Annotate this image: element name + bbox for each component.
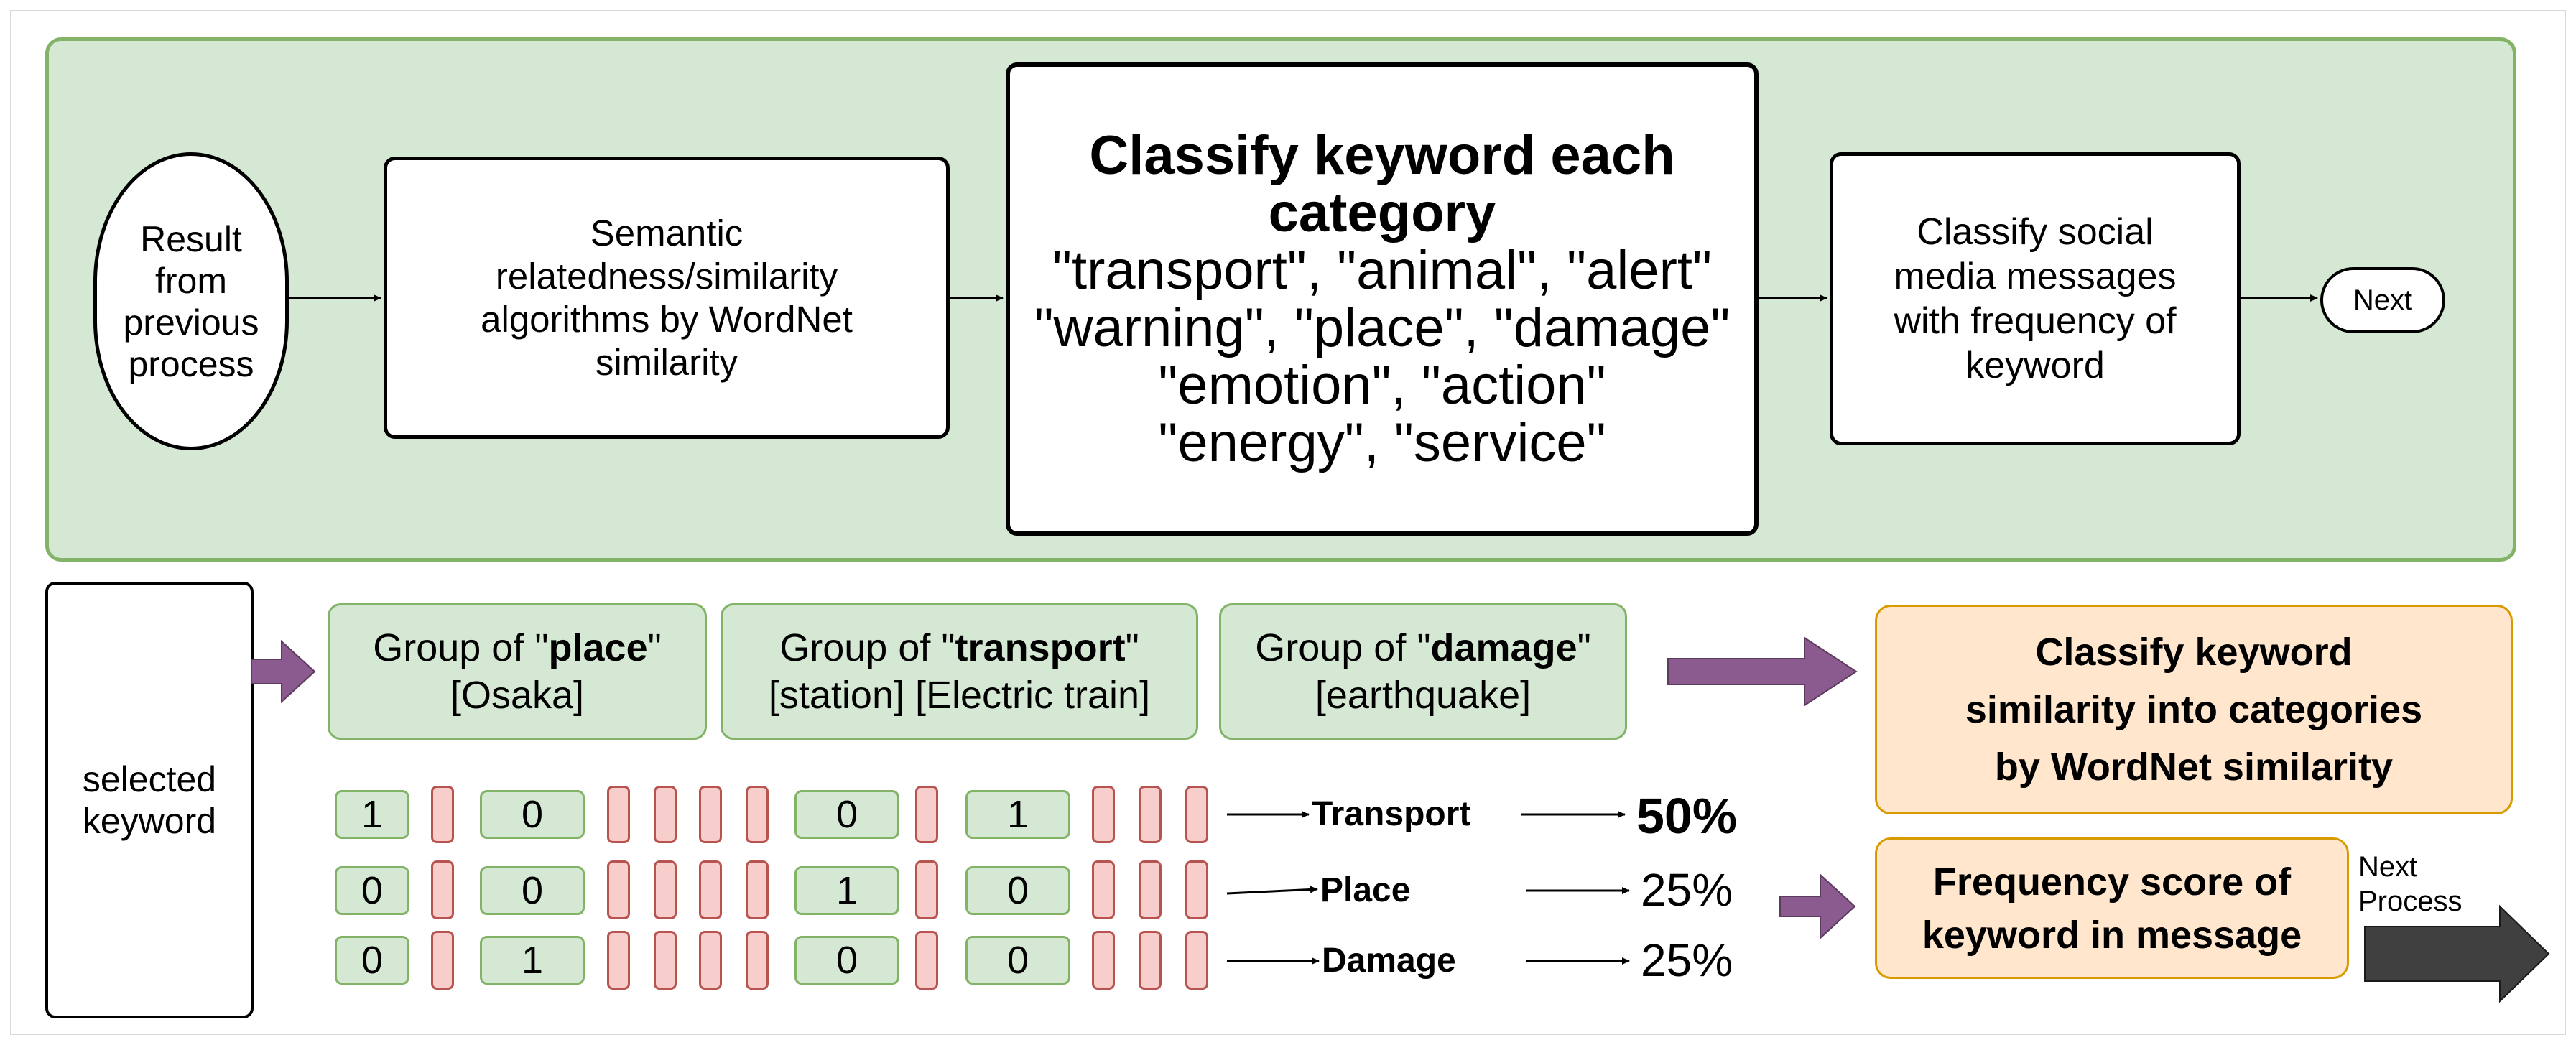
selected-keyword-box: selected keyword <box>45 582 254 1018</box>
purple-arrow-to-classify <box>1667 636 1858 707</box>
empty-cell <box>1092 786 1115 843</box>
empty-cell <box>431 786 454 843</box>
empty-cell <box>1139 786 1162 843</box>
frequency-score-box: Frequency score of keyword in message <box>1875 837 2349 979</box>
classify-similarity-box: Classify keyword similarity into categor… <box>1875 605 2513 814</box>
empty-cell <box>607 860 630 919</box>
empty-cell <box>607 931 630 990</box>
row-label-place: Place <box>1320 871 1411 909</box>
empty-cell <box>431 931 454 990</box>
matrix-cell: 0 <box>480 866 585 915</box>
matrix-cell: 1 <box>480 936 585 985</box>
matrix-cell: 0 <box>335 866 409 915</box>
classify-similarity-text: Classify keyword similarity into categor… <box>1965 631 2423 789</box>
classify-keyword-box: Classify keyword each category "transpor… <box>1006 62 1759 536</box>
matrix-cell: 0 <box>480 790 585 839</box>
start-terminator: Result from previous process <box>93 152 289 450</box>
matrix-cell: 0 <box>965 936 1070 985</box>
empty-cell <box>607 786 630 843</box>
classify-social-box: Classify social media messages with freq… <box>1830 152 2241 445</box>
matrix-cell: 1 <box>794 866 899 915</box>
empty-cell <box>1092 860 1115 919</box>
group-damage-items: [earthquake] <box>1315 674 1532 717</box>
matrix-cell: 1 <box>965 790 1070 839</box>
empty-cell <box>915 860 938 919</box>
purple-arrow-to-groups <box>251 639 316 704</box>
purple-arrow-to-frequency <box>1779 873 1856 940</box>
empty-cell <box>699 786 722 843</box>
empty-cell <box>1185 860 1208 919</box>
next-terminator-text: Next <box>2353 284 2413 316</box>
matrix-cell: 1 <box>335 790 409 839</box>
matrix-cell: 0 <box>335 936 409 985</box>
percent-damage: 25% <box>1641 934 1733 986</box>
empty-cell <box>1185 786 1208 843</box>
group-damage-box: Group of "damage" [earthquake] <box>1219 603 1627 740</box>
empty-cell <box>1139 860 1162 919</box>
semantic-similarity-text: Semantic relatedness/similarity algorith… <box>481 212 853 383</box>
group-damage-title: Group of "damage" <box>1255 626 1591 669</box>
matrix-cell: 0 <box>794 790 899 839</box>
group-transport-title: Group of "transport" <box>779 626 1139 669</box>
percent-place: 25% <box>1641 864 1733 916</box>
frequency-score-text: Frequency score of keyword in message <box>1922 860 2302 957</box>
semantic-similarity-box: Semantic relatedness/similarity algorith… <box>384 157 950 439</box>
group-place-box: Group of "place" [Osaka] <box>328 603 707 740</box>
next-terminator: Next <box>2320 267 2445 333</box>
group-place-title: Group of "place" <box>373 626 662 669</box>
empty-cell <box>699 860 722 919</box>
group-place-items: [Osaka] <box>450 674 585 717</box>
empty-cell <box>746 931 769 990</box>
group-transport-items: [station] [Electric train] <box>768 674 1151 717</box>
percent-transport: 50% <box>1636 788 1738 844</box>
empty-cell <box>431 860 454 919</box>
row-label-transport: Transport <box>1312 795 1471 833</box>
matrix-cell: 0 <box>794 936 899 985</box>
empty-cell <box>1139 931 1162 990</box>
empty-cell <box>699 931 722 990</box>
row-label-damage: Damage <box>1322 942 1456 980</box>
next-process-label: Next Process <box>2358 851 2463 917</box>
arrow-row2-label <box>1226 886 1318 895</box>
classify-keyword-categories: "transport", "animal", "alert" "warning"… <box>1034 239 1731 473</box>
empty-cell <box>746 860 769 919</box>
empty-cell <box>1092 931 1115 990</box>
empty-cell <box>654 860 677 919</box>
figure-frame <box>10 10 2566 1035</box>
empty-cell <box>654 931 677 990</box>
empty-cell <box>654 786 677 843</box>
empty-cell <box>746 786 769 843</box>
start-terminator-text: Result from previous process <box>123 218 259 384</box>
classify-social-text: Classify social media messages with freq… <box>1894 211 2177 386</box>
empty-cell <box>1185 931 1208 990</box>
matrix-cell: 0 <box>965 866 1070 915</box>
empty-cell <box>915 786 938 843</box>
group-transport-box: Group of "transport" [station] [Electric… <box>721 603 1198 740</box>
empty-cell <box>915 931 938 990</box>
classify-keyword-title: Classify keyword each category <box>1089 124 1675 243</box>
next-process-arrow-icon <box>2364 904 2550 1003</box>
selected-keyword-text: selected keyword <box>82 759 217 841</box>
